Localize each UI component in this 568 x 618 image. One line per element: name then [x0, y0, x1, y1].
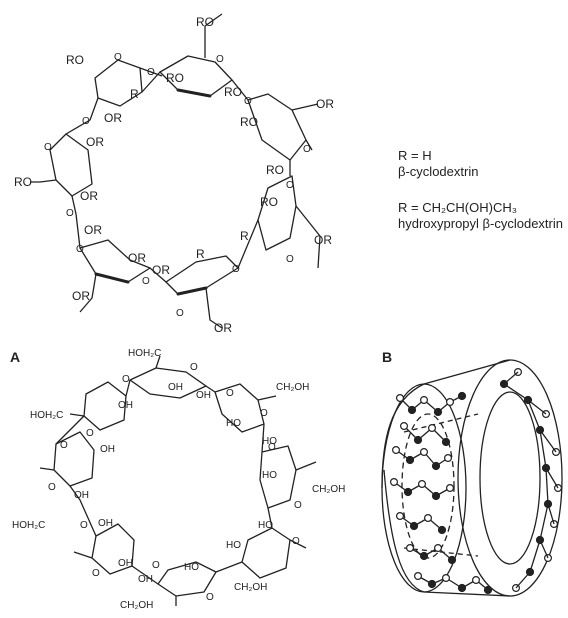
label-or: OR: [152, 263, 170, 277]
torus-inner-rim-back: [480, 392, 540, 564]
torus-model: [382, 360, 562, 596]
label-or: OR: [72, 289, 90, 303]
ring-oxygen: O: [190, 362, 198, 373]
label-oh: OH: [74, 490, 89, 501]
ring-oxygen: O: [48, 482, 56, 493]
link-4-5: [238, 220, 258, 268]
label-ro: RO: [266, 163, 284, 177]
label-ho: HO: [184, 562, 199, 573]
ring-oxygen: O: [232, 264, 240, 275]
label-oh: OH: [168, 382, 183, 393]
glucose-ring-7: [30, 134, 92, 196]
label-or: OR: [214, 321, 232, 335]
panel-b-label: B: [382, 349, 392, 365]
label-oh: OH: [118, 400, 133, 411]
label-ro: RO: [260, 195, 278, 209]
label-or: OR: [86, 135, 104, 149]
ring-oxygen: O: [122, 374, 130, 385]
ring-oxygen: O: [294, 500, 302, 511]
ring-oxygen: O: [268, 442, 276, 453]
ring-oxygen: O: [303, 144, 311, 155]
panel-a-label: A: [10, 349, 20, 365]
label-oh: OH: [98, 518, 113, 529]
ring-oxygen: O: [286, 180, 294, 191]
label-hoh2c: HOH₂C: [128, 348, 161, 359]
ring-oxygen: O: [244, 96, 252, 107]
label-oh: OH: [100, 444, 115, 455]
ring-oxygen: O: [82, 116, 90, 127]
label-oh: OH: [118, 558, 133, 569]
ring-oxygen: O: [176, 308, 184, 319]
legend-hp-beta-cd: hydroxypropyl β-cyclodextrin: [398, 216, 563, 231]
legend-r-hp: R = CH₂CH(OH)CH₃: [398, 200, 517, 215]
label-r: R: [196, 247, 205, 261]
panel-a: A HOH₂C HO: [10, 348, 345, 611]
label-ch2oh: CH₂OH: [120, 600, 153, 611]
label-ro: RO: [166, 71, 184, 85]
ring-oxygen: O: [216, 54, 224, 65]
ring-oxygen: O: [286, 254, 294, 265]
label-r: R: [130, 87, 139, 101]
label-or: OR: [80, 189, 98, 203]
ring-oxygen: O: [60, 440, 68, 451]
label-ho: HO: [226, 418, 241, 429]
label-oh: OH: [138, 574, 153, 585]
label-ho: HO: [262, 470, 277, 481]
legend-r-h: R = H: [398, 148, 432, 163]
ring-oxygen: O: [80, 520, 88, 531]
substituent-legend: R = H β-cyclodextrin R = CH₂CH(OH)CH₃ hy…: [398, 148, 563, 231]
ring-oxygen: O: [226, 388, 234, 399]
torus-front-cavity: [402, 414, 454, 558]
label-ch2oh: CH₂OH: [234, 582, 267, 593]
label-or: OR: [104, 111, 122, 125]
torus-top-edge: [424, 360, 510, 384]
panel-b: B: [382, 349, 562, 596]
ring-oxygen: O: [260, 408, 268, 419]
panel-a-ring: [40, 356, 316, 606]
ring-oxygen: O: [292, 536, 300, 547]
label-ch2oh: CH₂OH: [276, 382, 309, 393]
label-hoh2c: HOH₂C: [30, 410, 63, 421]
label-oh: OH: [196, 390, 211, 401]
ring-oxygen: O: [66, 208, 74, 219]
atoms-light: [391, 369, 562, 592]
label-or: OR: [314, 233, 332, 247]
label-or: OR: [84, 223, 102, 237]
label-ho: HO: [226, 540, 241, 551]
label-ro: RO: [66, 53, 84, 67]
ring-oxygen: O: [142, 276, 150, 287]
ring-oxygen: O: [76, 244, 84, 255]
ring-oxygen: O: [92, 568, 100, 579]
ring-oxygen: O: [114, 52, 122, 63]
top-structure: RO RO RO RO RO RO RO RO OR OR OR OR OR O…: [14, 14, 334, 335]
ring-oxygen: O: [152, 560, 160, 571]
label-r: R: [240, 229, 249, 243]
link-6-7: [72, 196, 80, 248]
ring-oxygen: O: [206, 592, 214, 603]
label-ho: HO: [258, 520, 273, 531]
label-hoh2c: HOH₂C: [12, 520, 45, 531]
label-or: OR: [128, 251, 146, 265]
label-or: OR: [316, 97, 334, 111]
ring-oxygen: O: [147, 67, 155, 78]
label-ro: RO: [196, 15, 214, 29]
torus-dash: [404, 414, 478, 432]
label-ro: RO: [224, 85, 242, 99]
label-ro: RO: [14, 175, 32, 189]
legend-beta-cd: β-cyclodextrin: [398, 164, 478, 179]
ring-oxygen: O: [44, 142, 52, 153]
label-ch2oh: CH₂OH: [312, 484, 345, 495]
ring-oxygen: O: [86, 428, 94, 439]
label-ro: RO: [240, 115, 258, 129]
